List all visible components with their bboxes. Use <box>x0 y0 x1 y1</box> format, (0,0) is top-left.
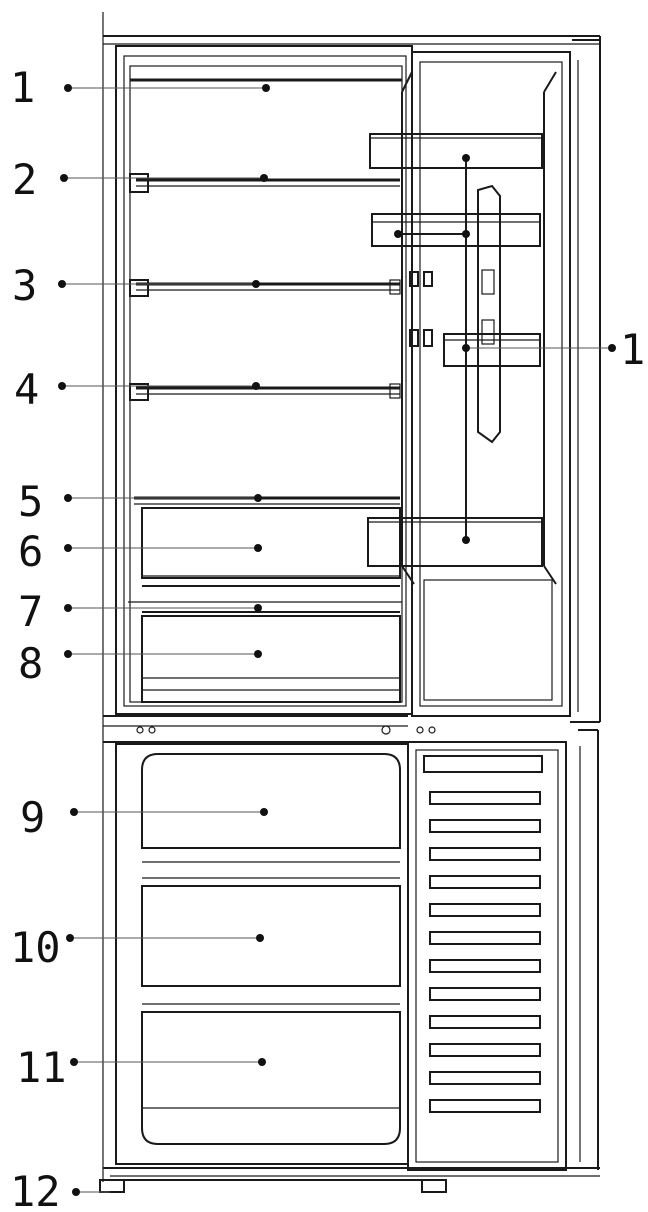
callout-target <box>260 808 268 816</box>
callout-target <box>462 536 470 544</box>
callout-target <box>262 84 270 92</box>
vent-slot <box>429 903 541 917</box>
callout-label-1: 1 <box>10 63 35 112</box>
crisper-drawer-upper <box>141 507 401 579</box>
door-bottle-bar <box>477 184 501 444</box>
middle-hinge <box>136 725 436 735</box>
callout-label-8: 8 <box>18 639 43 688</box>
vent-slot <box>429 987 541 1001</box>
callout-label-10: 10 <box>10 923 61 972</box>
callout-dot <box>60 174 68 182</box>
callout-dot <box>608 344 616 352</box>
callout-target <box>254 494 262 502</box>
crisper-drawer-lower <box>141 615 401 703</box>
callout-label-3: 3 <box>12 261 37 310</box>
vent-slot <box>429 1015 541 1029</box>
callout-dot <box>64 494 72 502</box>
callout-layer: 1 2 3 4 5 6 7 8 <box>10 63 645 1212</box>
callout-dot <box>64 84 72 92</box>
freezer-drawer-middle <box>141 885 401 1005</box>
callout-target <box>254 544 262 552</box>
callout-target <box>258 1058 266 1066</box>
callout-dot <box>72 1188 80 1196</box>
glass-shelf-lower <box>129 383 401 401</box>
freezer-drawer-bottom <box>141 1011 401 1145</box>
callout-target <box>260 174 268 182</box>
drawer-divider <box>128 585 402 613</box>
callout-label-5: 5 <box>18 477 43 526</box>
door-balcony-bottom <box>367 517 543 567</box>
callout-label-1-door: 1 <box>620 325 645 374</box>
callout-dot <box>70 1058 78 1066</box>
callout-target <box>462 230 470 238</box>
vent-slot <box>429 1071 541 1085</box>
cabinet-outline <box>102 12 600 1182</box>
door-latch-pegs <box>409 271 433 347</box>
vent-slot <box>429 791 541 805</box>
adjustable-feet <box>99 1179 447 1193</box>
vent-slot <box>429 847 541 861</box>
freezer-door-vents <box>429 791 541 1113</box>
vent-slot <box>429 1099 541 1113</box>
callout-label-2: 2 <box>12 155 37 204</box>
callout-dot <box>66 934 74 942</box>
callout-target <box>462 154 470 162</box>
callout-dot <box>64 604 72 612</box>
freezer-door <box>407 729 599 1171</box>
callout-target <box>254 650 262 658</box>
crisper-cover-shelf <box>134 496 400 505</box>
door-balcony-top <box>369 133 543 169</box>
callout-label-12: 12 <box>10 1167 61 1212</box>
callout-label-4: 4 <box>14 365 39 414</box>
callout-dot <box>70 808 78 816</box>
door-balcony-small <box>371 213 541 247</box>
door-egg-tray <box>443 333 541 367</box>
vent-slot <box>429 959 541 973</box>
callout-label-7: 7 <box>18 587 43 636</box>
callout-dot <box>58 280 66 288</box>
callout-dot <box>64 544 72 552</box>
fridge-door <box>401 36 601 723</box>
vent-slot <box>429 931 541 945</box>
callout-target <box>256 934 264 942</box>
vent-slot <box>429 1043 541 1057</box>
glass-shelf-middle <box>129 279 401 297</box>
glass-shelf-upper <box>129 173 400 193</box>
callout-dot <box>58 382 66 390</box>
callout-dot <box>64 650 72 658</box>
callout-target <box>252 280 260 288</box>
callout-target <box>394 230 402 238</box>
vent-slot <box>429 819 541 833</box>
callout-target <box>252 382 260 390</box>
vent-slot <box>429 875 541 889</box>
callout-label-9: 9 <box>20 793 45 842</box>
callout-label-11: 11 <box>16 1043 67 1092</box>
callout-target <box>462 344 470 352</box>
callout-label-6: 6 <box>18 527 43 576</box>
freezer-drawer-top <box>141 753 401 879</box>
callout-target <box>254 604 262 612</box>
